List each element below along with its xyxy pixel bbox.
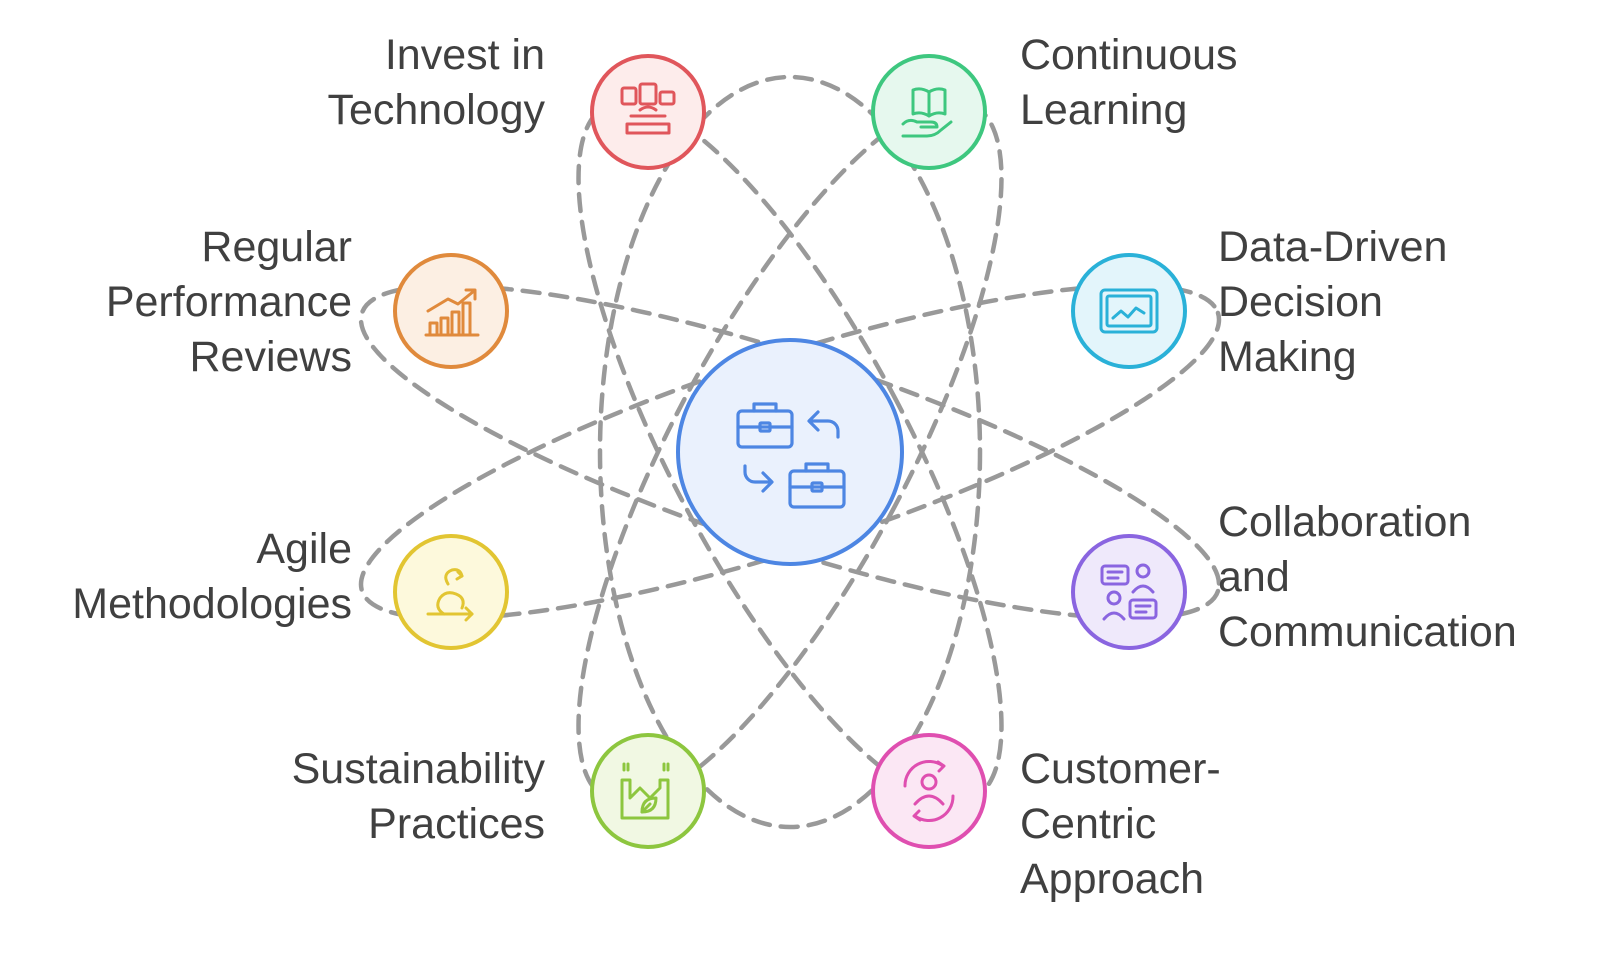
growth-chart-icon	[424, 288, 480, 337]
label-line: Regular	[201, 223, 352, 271]
node-sustainability-practices	[590, 733, 706, 849]
eco-factory-icon	[620, 762, 670, 820]
label-customer-centric-approach: Customer- Centric Approach	[1020, 742, 1221, 907]
label-line: Technology	[327, 86, 545, 134]
label-line: and	[1218, 553, 1290, 601]
label-line: Making	[1218, 333, 1357, 381]
node-regular-performance-reviews	[393, 253, 509, 369]
agile-loop-icon	[426, 568, 474, 622]
node-customer-centric-approach	[871, 733, 987, 849]
label-line: Data-Driven	[1218, 223, 1448, 271]
node-invest-in-technology	[590, 54, 706, 170]
briefcase-swap-icon	[736, 402, 846, 509]
people-chat-icon	[1100, 563, 1158, 621]
label-collaboration-and-communication: Collaboration and Communication	[1218, 495, 1517, 660]
label-line: Continuous	[1020, 31, 1238, 79]
line-chart-monitor-icon	[1099, 288, 1159, 334]
label-line: Learning	[1020, 86, 1188, 134]
label-line: Reviews	[189, 333, 353, 381]
label-line: Communication	[1218, 608, 1517, 656]
label-line: Invest in	[384, 31, 545, 79]
node-data-driven-decision-making	[1071, 253, 1187, 369]
connector-ellipse-tall	[597, 74, 983, 830]
node-continuous-learning	[871, 54, 987, 170]
label-line: Customer-	[1020, 745, 1221, 793]
center-hub	[676, 338, 904, 566]
book-in-hand-icon	[901, 87, 953, 138]
label-invest-in-technology: Invest in Technology	[327, 28, 545, 138]
label-continuous-learning: Continuous Learning	[1020, 28, 1238, 138]
devices-icon	[620, 82, 676, 135]
label-line: Collaboration	[1218, 498, 1472, 546]
customer-cycle-icon	[903, 759, 955, 823]
label-sustainability-practices: Sustainability Practices	[292, 742, 545, 852]
label-line: Performance	[105, 278, 352, 326]
label-agile-methodologies: Agile Methodologies	[72, 522, 352, 632]
label-line: Methodologies	[72, 580, 352, 628]
label-line: Practices	[368, 800, 545, 848]
label-line: Centric	[1020, 800, 1157, 848]
label-line: Sustainability	[291, 745, 545, 793]
label-line: Agile	[256, 525, 352, 573]
node-agile-methodologies	[393, 534, 509, 650]
label-line: Approach	[1020, 855, 1205, 903]
label-data-driven-decision-making: Data-Driven Decision Making	[1218, 220, 1447, 385]
label-regular-performance-reviews: Regular Performance Reviews	[106, 220, 352, 385]
node-collaboration-and-communication	[1071, 534, 1187, 650]
label-line: Decision	[1218, 278, 1383, 326]
